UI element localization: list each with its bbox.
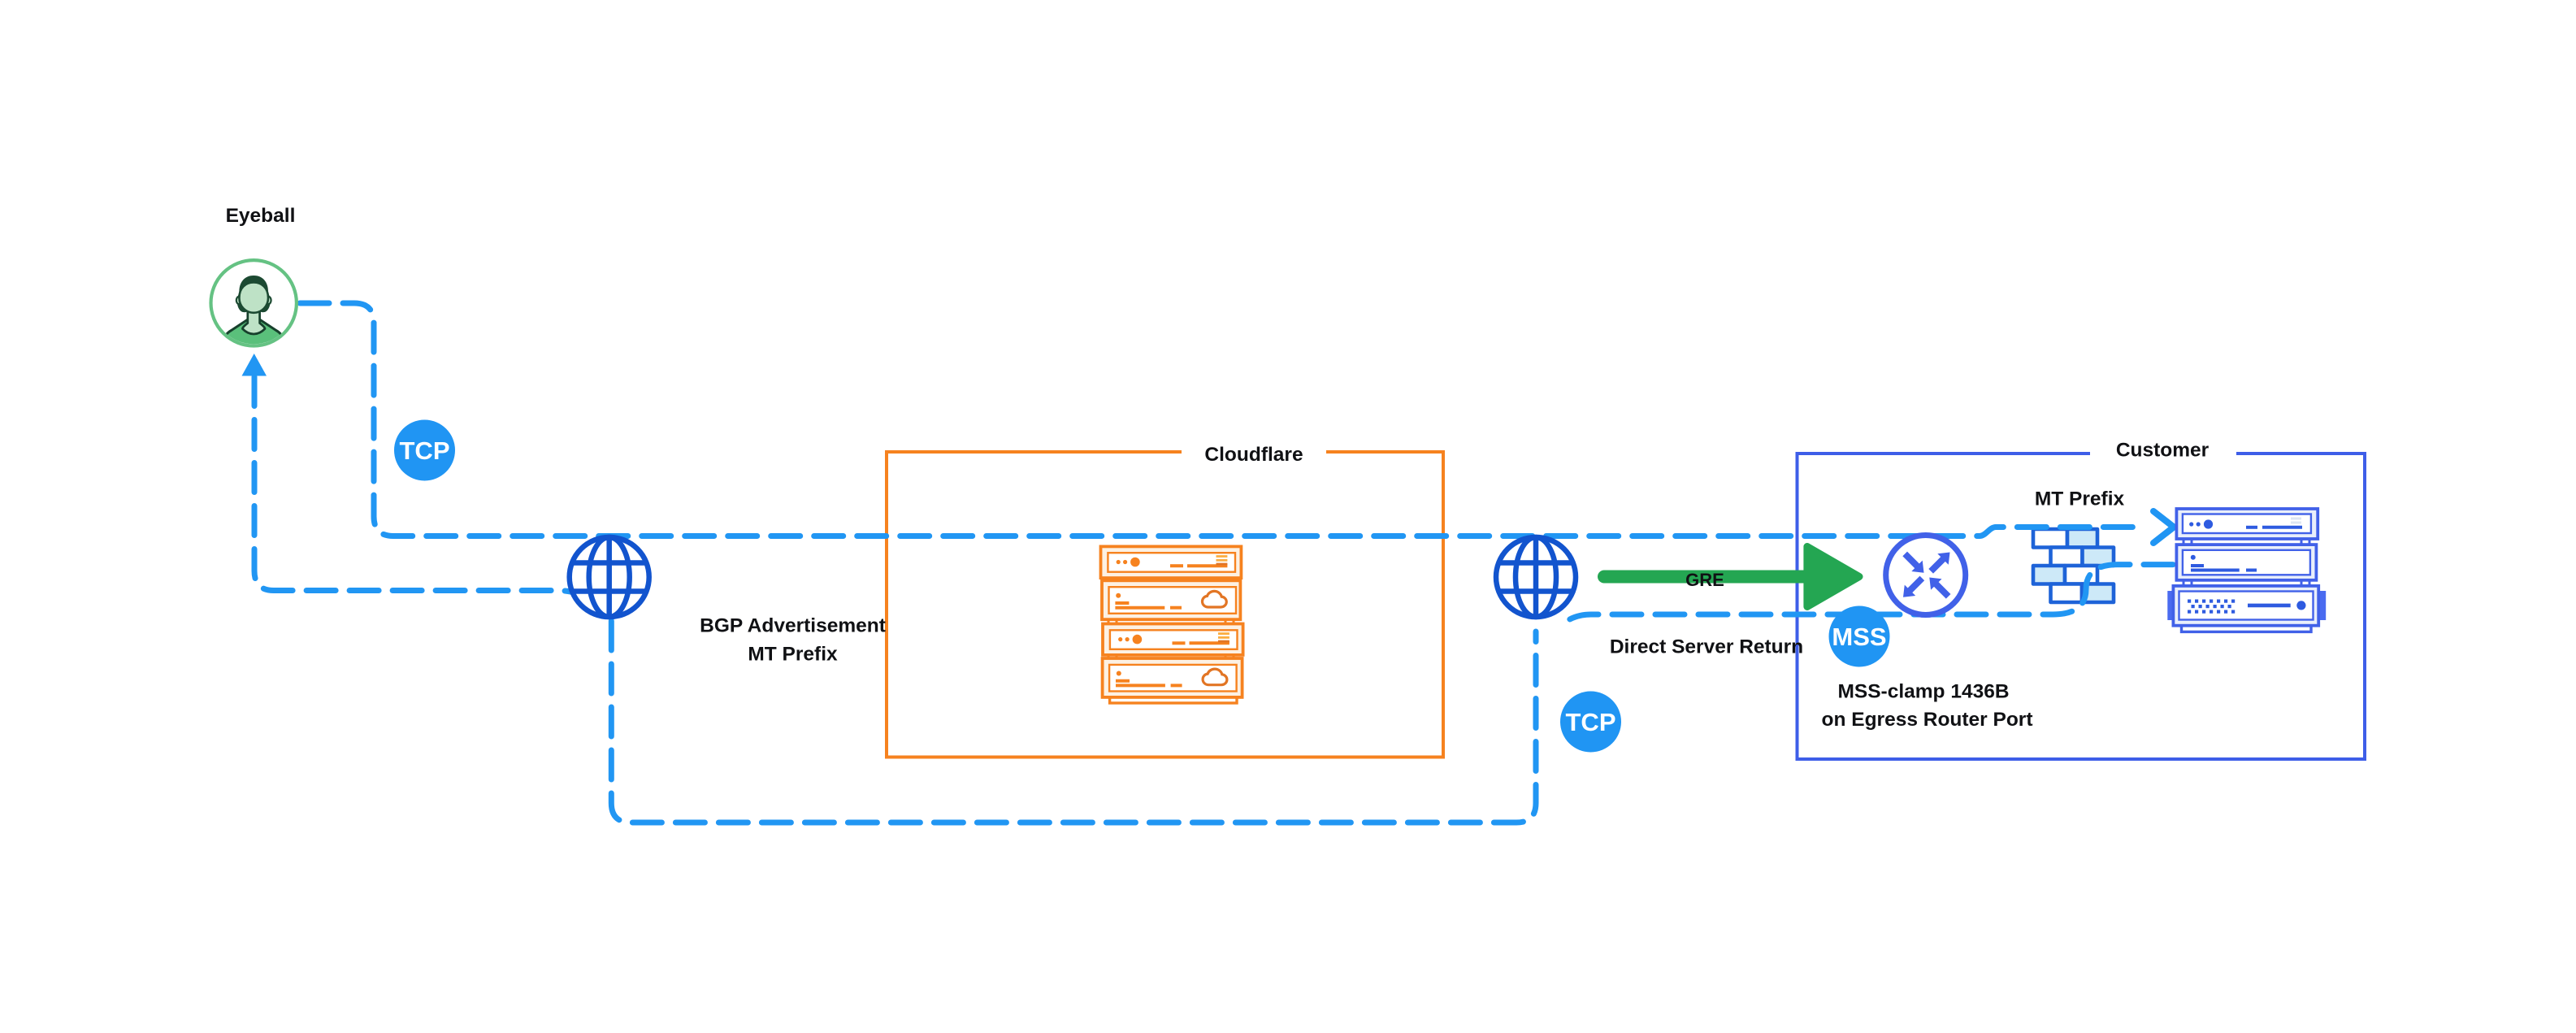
svg-text:GRE: GRE [1685,570,1724,590]
svg-text:on Egress Router Port: on Egress Router Port [1821,709,2032,731]
svg-text:MT Prefix: MT Prefix [748,644,838,666]
svg-text:BGP Advertisement: BGP Advertisement [700,615,886,637]
svg-text:Eyeball: Eyeball [226,205,296,227]
svg-text:Direct Server Return: Direct Server Return [1610,636,1803,658]
svg-text:Cloudflare: Cloudflare [1204,444,1303,466]
svg-text:Customer: Customer [2116,440,2210,462]
svg-text:TCP: TCP [1566,708,1616,736]
svg-text:MSS: MSS [1832,623,1886,651]
svg-text:TCP: TCP [400,436,450,465]
svg-text:MSS-clamp 1436B: MSS-clamp 1436B [1837,681,2009,703]
svg-text:MT Prefix: MT Prefix [2035,488,2125,510]
